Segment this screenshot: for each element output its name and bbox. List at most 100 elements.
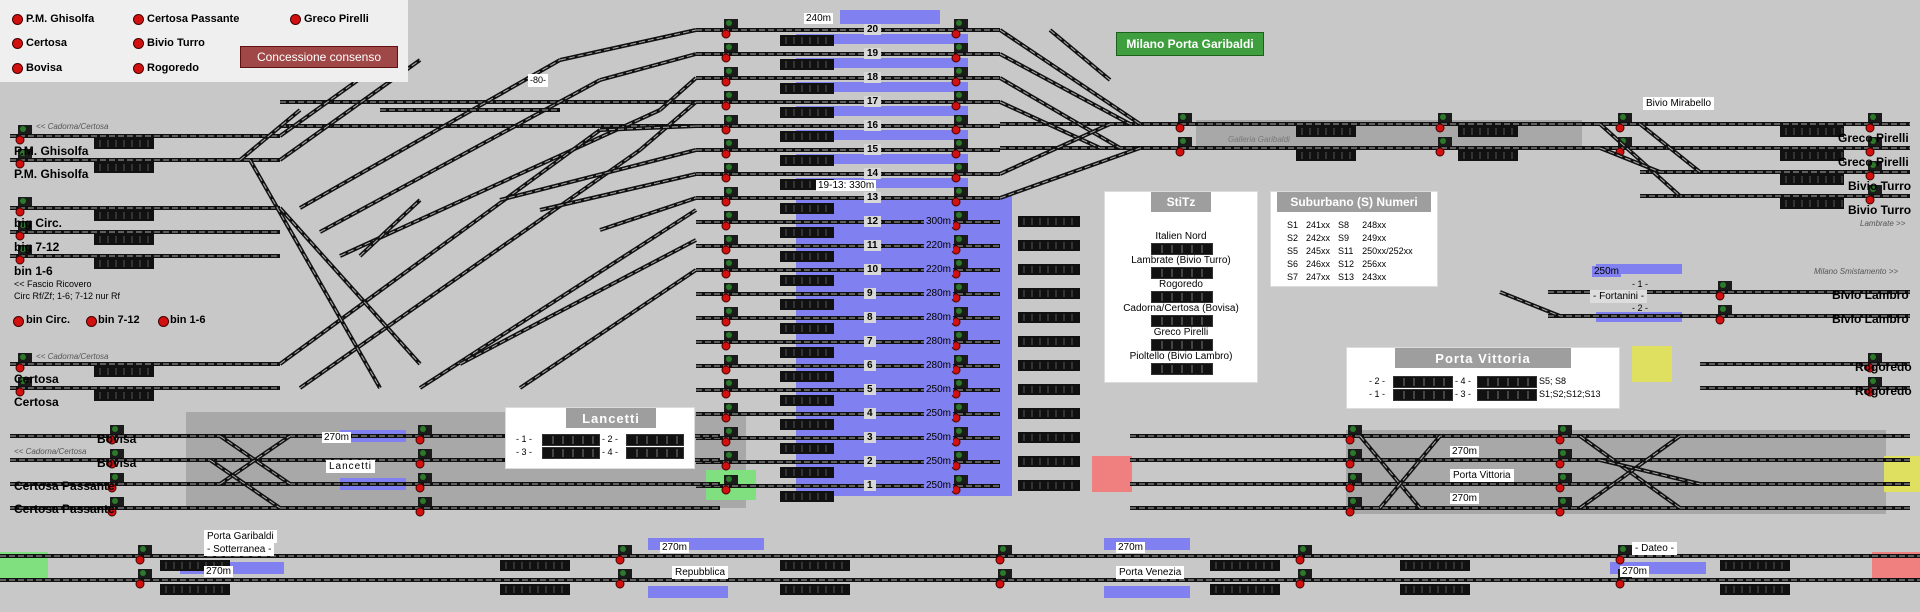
train-number-display[interactable] [1210,584,1280,595]
signal-icon[interactable] [15,387,25,397]
train-number-display[interactable] [1018,336,1080,347]
signal-icon[interactable] [951,197,961,207]
train-number-display[interactable] [1018,288,1080,299]
legend-item-greco-pirelli[interactable]: Greco Pirelli [290,13,369,25]
signal-icon[interactable] [1345,459,1355,469]
signal-icon[interactable] [107,459,117,469]
signal-icon[interactable] [1555,483,1565,493]
signal-icon[interactable] [721,221,731,231]
train-number-display[interactable] [780,467,834,478]
legend-item-ghisolfa[interactable]: P.M. Ghisolfa [12,13,94,25]
train-number-display[interactable] [780,203,834,214]
signal-icon[interactable] [721,101,731,111]
signal-icon[interactable] [721,53,731,63]
signal-icon[interactable] [951,221,961,231]
signal-icon[interactable] [951,365,961,375]
signal-icon[interactable] [721,437,731,447]
signal-icon[interactable] [135,555,145,565]
train-number-display[interactable] [1720,584,1790,595]
signal-icon[interactable] [721,269,731,279]
consensus-button[interactable]: Concessione consenso [240,46,398,68]
signal-icon[interactable] [1435,123,1445,133]
signal-icon[interactable] [15,231,25,241]
signal-icon[interactable] [721,77,731,87]
train-number-display[interactable] [542,447,600,459]
bin-7-12-button[interactable]: bin 7-12 [98,314,140,326]
signal-icon[interactable] [107,483,117,493]
legend-item-rogoredo[interactable]: Rogoredo [133,62,199,74]
train-number-display[interactable] [780,59,834,70]
train-number-display[interactable] [780,35,834,46]
signal-icon[interactable] [951,101,961,111]
signal-icon[interactable] [951,317,961,327]
signal-icon[interactable] [1715,315,1725,325]
signal-icon[interactable] [951,485,961,495]
train-number-display[interactable] [1018,408,1080,419]
train-number-display[interactable] [1400,560,1470,571]
signal-icon[interactable] [951,461,961,471]
train-number-display[interactable] [780,395,834,406]
train-number-display[interactable] [780,251,834,262]
signal-icon[interactable] [721,317,731,327]
train-number-display[interactable] [1151,363,1213,375]
signal-icon[interactable] [995,579,1005,589]
train-number-display[interactable] [160,560,230,571]
signal-icon[interactable] [1295,579,1305,589]
train-number-display[interactable] [1477,389,1537,401]
signal-icon[interactable] [951,269,961,279]
train-number-display[interactable] [542,434,600,446]
bin-circ-button[interactable]: bin Circ. [26,314,71,326]
signal-icon[interactable] [1865,147,1875,157]
train-number-display[interactable] [780,83,834,94]
signal-icon[interactable] [951,293,961,303]
signal-icon[interactable] [721,125,731,135]
train-number-display[interactable] [1018,480,1080,491]
train-number-display[interactable] [1018,384,1080,395]
signal-icon[interactable] [1345,435,1355,445]
signal-icon[interactable] [1555,459,1565,469]
signal-icon[interactable] [1345,483,1355,493]
train-number-display[interactable] [1018,360,1080,371]
train-number-display[interactable] [780,443,834,454]
signal-icon[interactable] [415,507,425,517]
signal-icon[interactable] [15,363,25,373]
signal-icon[interactable] [721,461,731,471]
signal-icon[interactable] [1615,123,1625,133]
signal-icon[interactable] [721,173,731,183]
signal-icon[interactable] [721,149,731,159]
signal-icon[interactable] [721,413,731,423]
train-number-display[interactable] [1210,560,1280,571]
train-number-display[interactable] [1393,376,1453,388]
signal-icon[interactable] [951,389,961,399]
signal-icon[interactable] [415,435,425,445]
signal-icon[interactable] [1865,363,1875,373]
train-number-display[interactable] [626,447,684,459]
signal-icon[interactable] [721,29,731,39]
signal-icon[interactable] [951,149,961,159]
signal-icon[interactable] [615,579,625,589]
train-number-display[interactable] [1018,240,1080,251]
signal-icon[interactable] [951,245,961,255]
signal-icon[interactable] [135,579,145,589]
signal-icon[interactable] [951,77,961,87]
signal-icon[interactable] [1175,147,1185,157]
signal-icon[interactable] [415,459,425,469]
signal-icon[interactable] [995,555,1005,565]
train-number-display[interactable] [780,419,834,430]
signal-icon[interactable] [721,485,731,495]
signal-icon[interactable] [15,135,25,145]
legend-item-certosa[interactable]: Certosa [12,37,67,49]
signal-icon[interactable] [1435,147,1445,157]
signal-icon[interactable] [721,245,731,255]
bin-1-6-button[interactable]: bin 1-6 [170,314,206,326]
train-number-display[interactable] [780,299,834,310]
train-number-display[interactable] [1780,126,1844,137]
signal-icon[interactable] [1555,507,1565,517]
train-number-display[interactable] [1151,315,1213,327]
train-number-display[interactable] [1780,198,1844,209]
train-number-display[interactable] [780,227,834,238]
train-number-display[interactable] [1151,339,1213,351]
train-number-display[interactable] [1151,243,1213,255]
signal-icon[interactable] [951,53,961,63]
train-number-display[interactable] [780,560,850,571]
